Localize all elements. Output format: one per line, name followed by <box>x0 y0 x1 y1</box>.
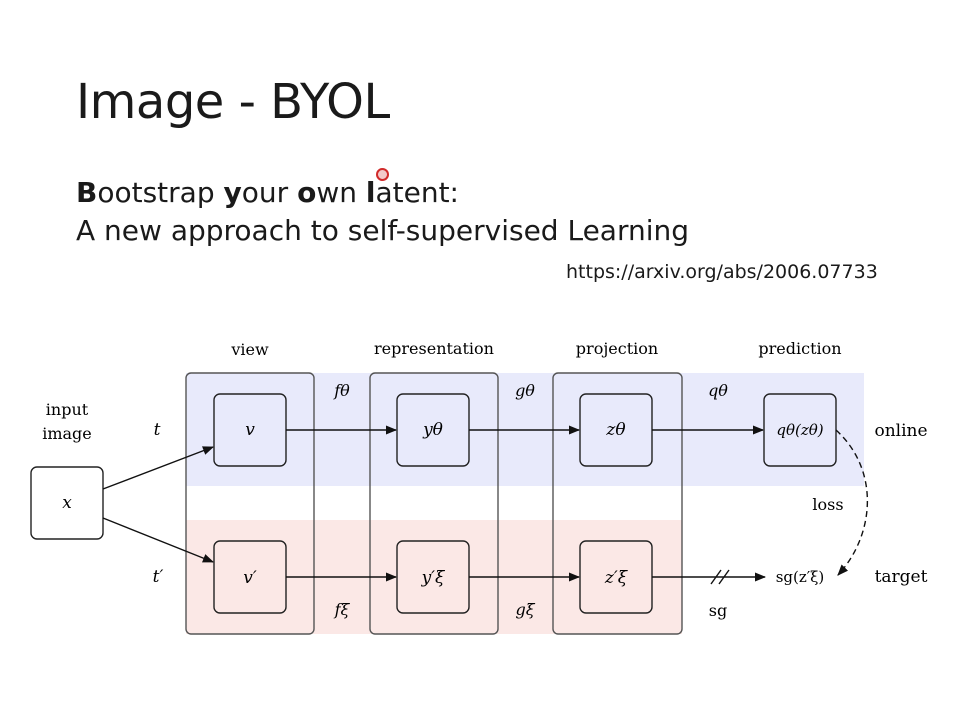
paper-title-initial: l <box>365 176 376 209</box>
target-view-label: v′ <box>243 568 257 588</box>
target-row-label: target <box>875 567 928 587</box>
online-view-label: v <box>245 420 255 440</box>
stop-gradient-mark-1 <box>710 569 722 585</box>
target-representation-label: y′ξ <box>421 568 446 588</box>
input-label-line1: input <box>46 400 89 419</box>
target-projection-label: z′ξ <box>604 568 629 588</box>
stop-gradient-label: sg <box>709 601 727 620</box>
paper-title-line2: A new approach to self-supervised Learni… <box>76 214 690 247</box>
online-row-label: online <box>874 421 927 441</box>
projection-column <box>552 372 683 635</box>
paper-title: Bootstrap your own latent: A new approac… <box>76 174 689 250</box>
online-q-label: qθ <box>708 381 728 400</box>
column-header-representation: representation <box>374 339 494 358</box>
input-label-line2: image <box>42 424 92 443</box>
column-header-projection: projection <box>576 339 658 358</box>
paper-title-fragment: our <box>241 176 298 209</box>
online-representation-label: yθ <box>422 420 443 440</box>
paper-title-fragment: wn <box>316 176 366 209</box>
online-g-label: gθ <box>515 381 535 400</box>
paper-title-line1: Bootstrap your own latent: <box>76 174 689 212</box>
aug-arrow-target <box>102 517 215 563</box>
stop-gradient-mark-2 <box>718 569 730 585</box>
aug-label-online: t <box>154 420 161 440</box>
paper-title-initial: B <box>76 176 98 209</box>
stop-gradient-output: sg(z′ξ) <box>776 568 825 586</box>
representation-column <box>369 372 499 635</box>
online-prediction-label: qθ(zθ) <box>776 421 823 439</box>
input-node <box>30 466 104 540</box>
column-header-view: view <box>230 340 269 359</box>
online-f-label: fθ <box>333 381 350 400</box>
loss-arrow <box>835 429 869 576</box>
paper-title-fragment: atent: <box>375 176 459 209</box>
target-f-label: fξ <box>334 600 351 619</box>
target-g-label: gξ <box>515 600 535 619</box>
loss-label: loss <box>812 495 843 514</box>
aug-arrow-online <box>102 446 215 490</box>
column-header-prediction: prediction <box>758 339 841 358</box>
online-projection-label: zθ <box>605 420 625 440</box>
view-column <box>185 372 315 635</box>
paper-title-fragment: ootstrap <box>97 176 224 209</box>
paper-title-initial: y <box>223 176 242 209</box>
input-node-label: x <box>62 493 72 513</box>
arxiv-link[interactable]: https://arxiv.org/abs/2006.07733 <box>566 261 878 283</box>
slide-title: Image - BYOL <box>76 74 390 130</box>
paper-title-initial: o <box>297 176 317 209</box>
aug-label-target: t′ <box>153 567 164 587</box>
pointer-cursor-icon <box>376 168 389 181</box>
